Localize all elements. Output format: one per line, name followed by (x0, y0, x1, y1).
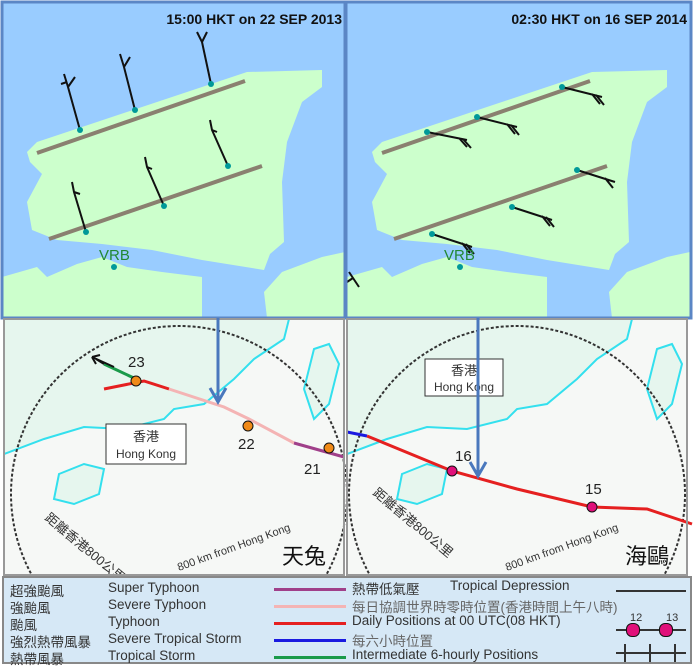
wind-barbs (346, 86, 616, 288)
timestamp: 15:00 HKT on 22 SEP 2013 (166, 11, 342, 27)
legend-en: Severe Typhoon (108, 597, 207, 612)
legend-day: 12 (630, 612, 643, 624)
typhoon-name: 天兔 (282, 544, 326, 569)
legend-6h-symbol (616, 652, 686, 654)
wind-panel-2014: VRB 02:30 HKT on 16 SEP 2014 (345, 0, 692, 320)
legend-zh: 熱帶風暴 (10, 652, 64, 667)
track-map-kalmaegi: 16 15 香港 Hong Kong 距離香港800公里 800 km from… (346, 318, 693, 576)
legend-en: Tropical Depression (450, 578, 570, 593)
legend-en: Daily Positions at 00 UTC(08 HKT) (352, 613, 561, 628)
legend-line-severe-typhoon (274, 605, 346, 608)
legend-zh: 強烈熱帶風暴 (10, 635, 91, 650)
legend-zh: 超強颱風 (10, 584, 64, 599)
legend-en: Typhoon (108, 614, 160, 629)
station-label: VRB (99, 247, 130, 264)
wind-barbs (60, 31, 229, 233)
legend-line-typhoon (274, 622, 346, 625)
legend-zh: 颱風 (10, 618, 37, 633)
track-map-usagi: 23 22 21 香港 Hong Kong 距離香港800公里 800 km f… (3, 318, 348, 576)
legend-en: Super Typhoon (108, 580, 200, 595)
legend-line-super-typhoon (274, 588, 346, 591)
day-label: 22 (238, 436, 255, 453)
legend-en: Intermediate 6-hourly Positions (352, 647, 539, 662)
legend-line-ts (274, 656, 346, 659)
time-marker-arrows (208, 318, 488, 480)
legend-day: 13 (666, 612, 679, 624)
hk-label-zh: 香港 (451, 363, 477, 378)
legend-zh: 強颱風 (10, 601, 51, 616)
legend-en: Tropical Storm (108, 648, 196, 663)
legend-line-td (616, 590, 686, 592)
day-label: 21 (304, 461, 321, 478)
hk-label-en: Hong Kong (434, 380, 494, 394)
hk-label-zh: 香港 (133, 429, 159, 444)
day-label: 23 (128, 354, 145, 371)
day-label: 16 (455, 448, 472, 465)
legend-en: Severe Tropical Storm (108, 631, 242, 646)
legend-day-symbol (626, 623, 640, 637)
legend-zh: 每日協調世界時零時位置(香港時間上午八時) (352, 600, 618, 615)
wind-panel-2013: VRB 15:00 HKT on 22 SEP 2013 (0, 0, 347, 320)
legend-line-sts (274, 639, 346, 642)
typhoon-name: 海鷗 (625, 544, 669, 569)
legend: 超強颱風 強颱風 颱風 強烈熱帶風暴 熱帶風暴 Super Typhoon Se… (2, 576, 692, 667)
station-dots (77, 81, 231, 270)
legend-day-symbol (659, 623, 673, 637)
legend-zh: 熱帶低氣壓 (352, 582, 420, 597)
hk-label-en: Hong Kong (116, 447, 176, 461)
station-label: VRB (444, 247, 475, 264)
timestamp: 02:30 HKT on 16 SEP 2014 (511, 11, 687, 27)
map-canvas: VRB 15:00 HKT on 22 SEP 2013 VRB 02:30 H… (0, 0, 693, 576)
legend-zh: 每六小時位置 (352, 634, 433, 649)
day-label: 15 (585, 481, 602, 498)
